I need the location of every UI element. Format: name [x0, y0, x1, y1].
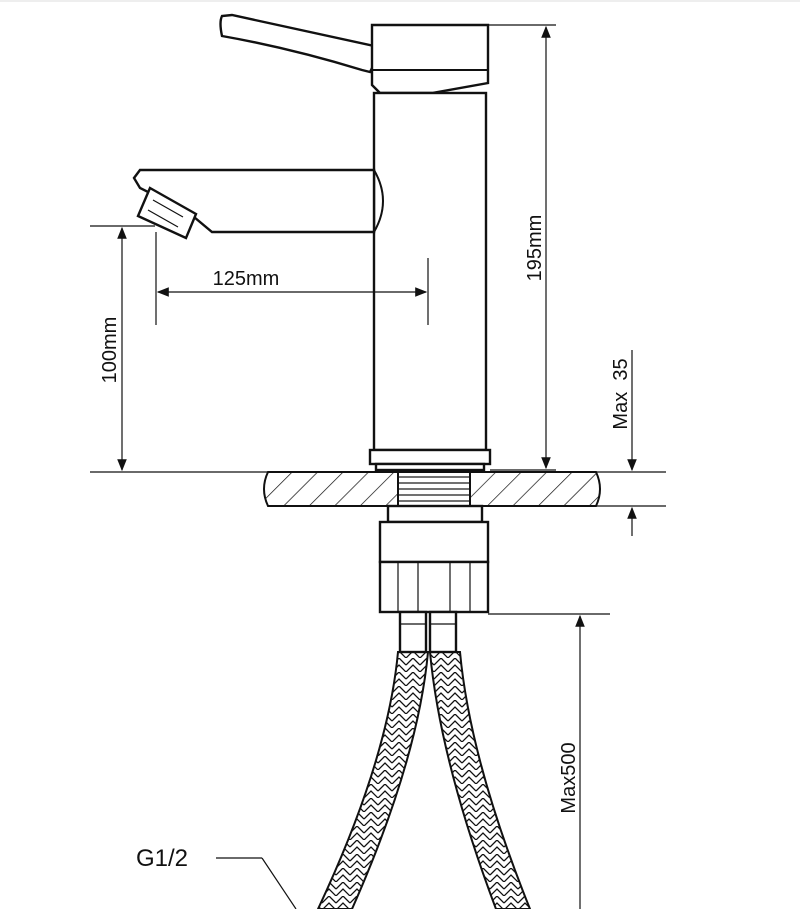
- mounting-nut: [378, 504, 490, 614]
- hose-length-label: Max500: [558, 742, 580, 813]
- faucet-body: [132, 13, 492, 472]
- hose-left: [316, 651, 430, 909]
- thread-label: G1/2: [136, 845, 188, 872]
- spout-reach-label: 125mm: [213, 268, 280, 290]
- aerator: [136, 186, 198, 240]
- countertop-section: [90, 471, 666, 507]
- total-height-label: 195mm: [524, 215, 546, 282]
- countertop-hatched: [263, 471, 399, 507]
- dimension-spout-reach: 125mm: [155, 232, 429, 325]
- braided-hoses: [316, 610, 532, 909]
- dimension-hose-length: Max500: [488, 613, 610, 909]
- dimension-spout-height: 100mm: [90, 225, 155, 472]
- base-ring: [368, 448, 492, 466]
- thread-callout: G1/2: [136, 845, 297, 909]
- dimension-total-height: 195mm: [488, 24, 556, 471]
- deck-thickness-label: Max 35: [610, 358, 632, 429]
- main-column: [372, 91, 488, 452]
- dimension-deck-thickness: Max 35: [610, 350, 637, 536]
- threaded-shank: [397, 471, 471, 507]
- handle-cap: [370, 23, 490, 95]
- lever-handle: [219, 13, 376, 74]
- spout-height-label: 100mm: [99, 317, 121, 384]
- hose-right: [428, 651, 532, 909]
